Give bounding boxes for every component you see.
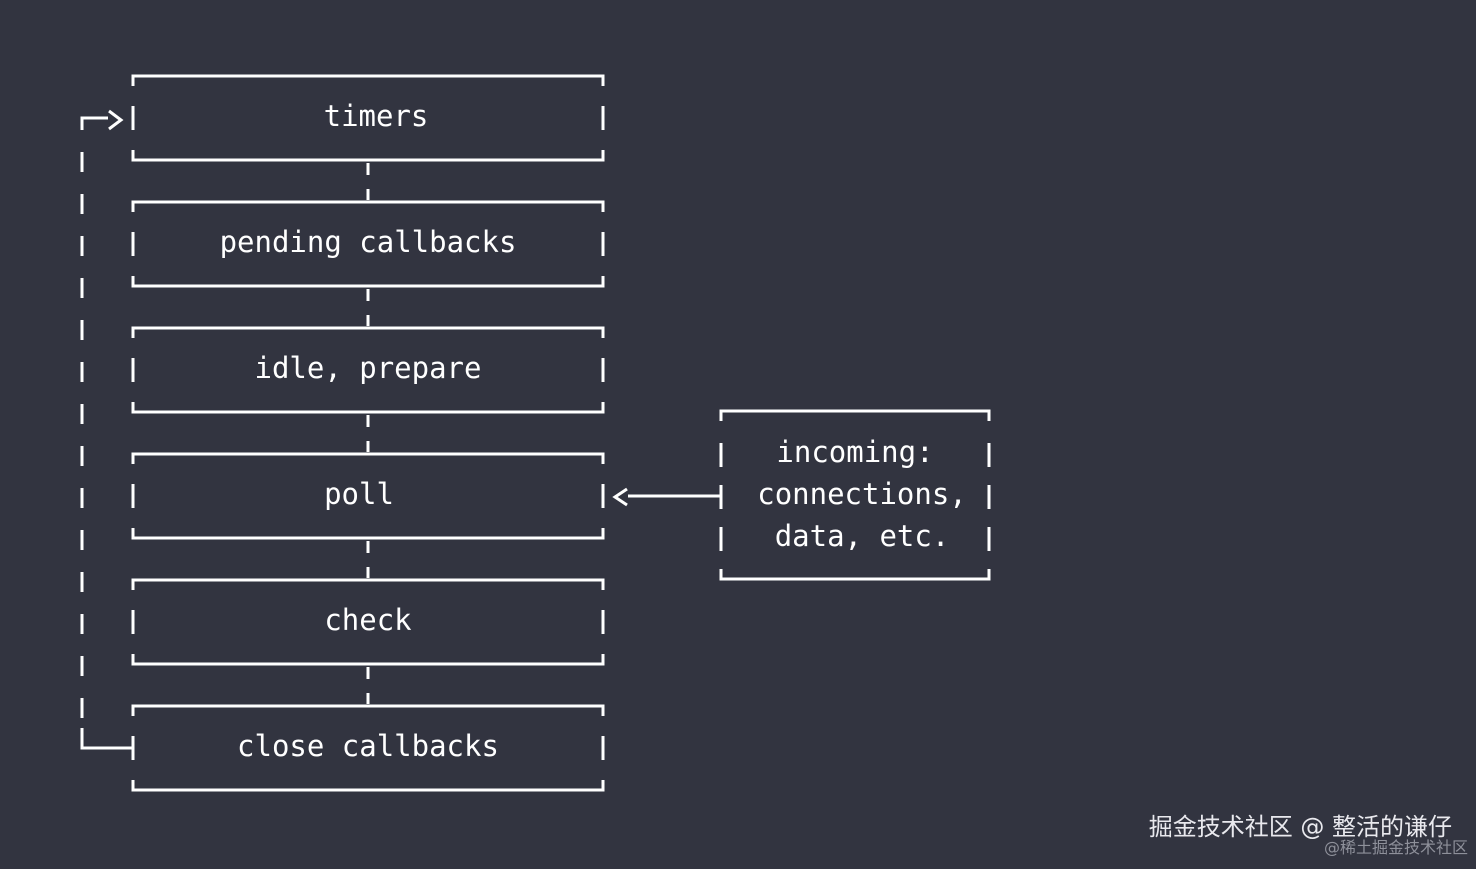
loop-arrowhead: [109, 111, 121, 129]
phase-label-close-callbacks: close callbacks: [237, 729, 499, 763]
watermark-sub: @稀土掘金技术社区: [1324, 834, 1468, 858]
incoming-arrowhead: [615, 489, 627, 505]
phase-box-timers: timers: [133, 76, 603, 160]
incoming-arrow: [615, 489, 721, 505]
incoming-line-2: connections,: [757, 477, 967, 511]
loop-top-corner: [82, 118, 108, 130]
incoming-box: incoming: connections, data, etc.: [721, 411, 989, 579]
phase-box-idle-prepare: idle, prepare: [133, 328, 603, 412]
loop-back-arrow: [82, 111, 133, 748]
phase-box-check: check: [133, 580, 603, 664]
incoming-line-1: incoming:: [776, 435, 933, 469]
incoming-line-3: data, etc.: [775, 519, 950, 553]
phase-label-timers: timers: [324, 99, 429, 133]
phase-box-pending-callbacks: pending callbacks: [133, 202, 603, 286]
phase-label-check: check: [324, 603, 412, 637]
phase-box-poll: poll: [133, 454, 603, 538]
loop-bottom-corner: [82, 728, 133, 748]
phase-box-close-callbacks: close callbacks: [133, 706, 603, 790]
phase-label-idle-prepare: idle, prepare: [255, 351, 482, 385]
phase-label-poll: poll: [324, 477, 394, 511]
phase-label-pending-callbacks: pending callbacks: [220, 225, 517, 259]
